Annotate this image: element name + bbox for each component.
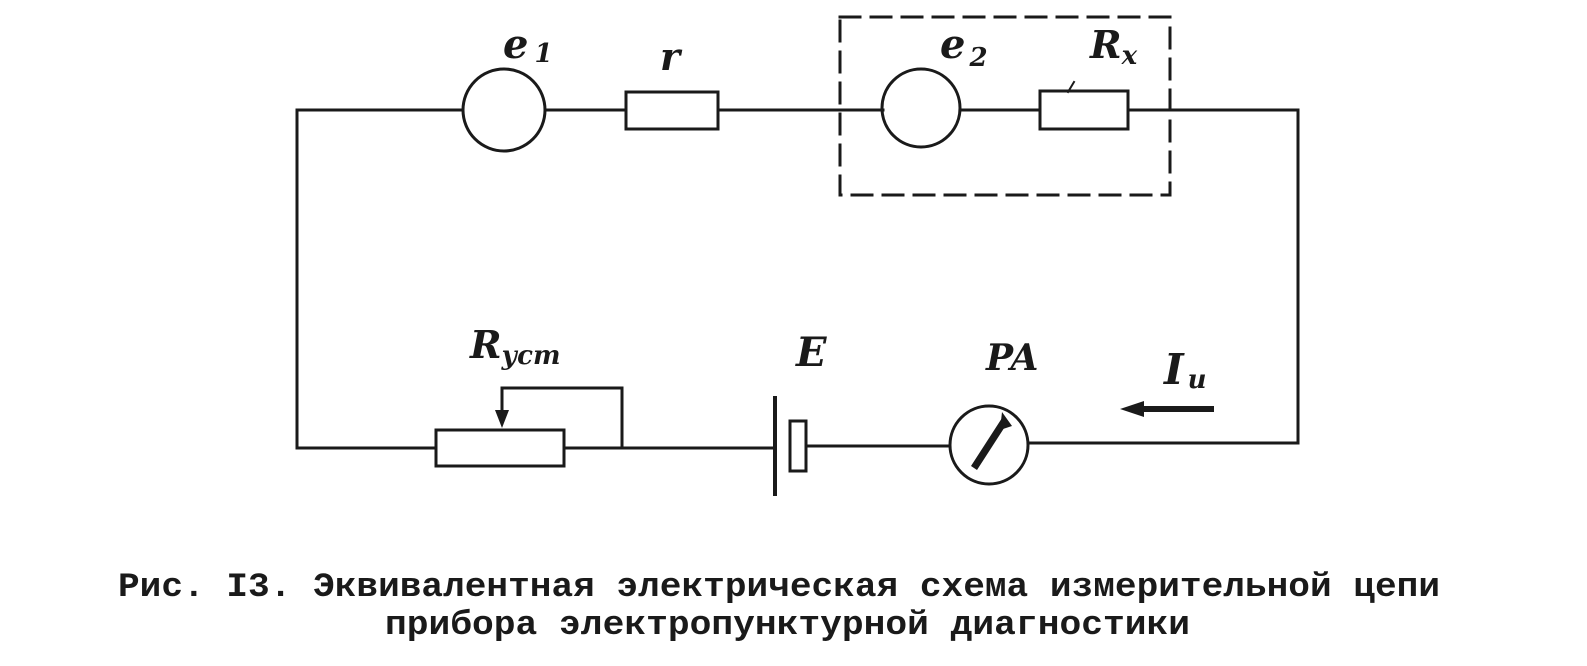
ammeter-needle-tip [1000,412,1012,430]
label-ammeter: PA [985,337,1038,379]
ammeter-symbol [948,404,1030,486]
label-battery: E [795,329,827,376]
resistor-rx-symbol [1038,89,1130,131]
ammeter-needle [971,418,1008,470]
source-e1-symbol [461,67,547,153]
caption-line-2: прибора электропунктурной диагностики [385,607,1190,645]
rheostat-wiper-arrow [495,410,509,428]
source-e2-symbol [880,67,962,149]
resistor-rx-tick [1066,80,1076,94]
battery-short-plate [788,419,808,473]
rheostat-bypass-wire [500,386,624,450]
caption-line-1: Рис. I3. Эквивалентная электрическая схе… [118,569,1440,607]
label-rx: Rx [1089,22,1138,71]
label-r: r [660,34,683,79]
current-arrow-shaft [1142,406,1214,412]
resistor-r-symbol [624,90,720,131]
label-rheostat: Rуст [469,322,561,371]
dashed-enclosure [838,15,1172,197]
rheostat-body [434,428,566,468]
current-direction-arrow [1120,401,1144,417]
